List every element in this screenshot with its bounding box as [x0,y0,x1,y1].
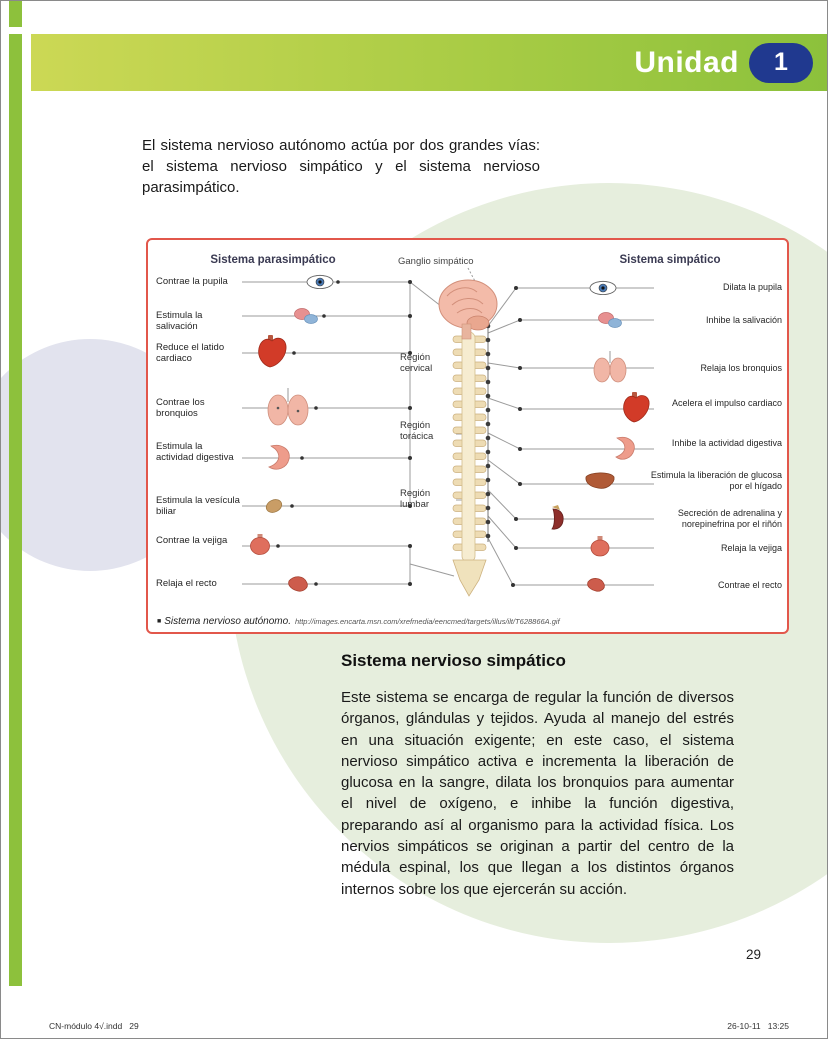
salivary-gland-left-icon [294,308,318,324]
footer-file-info: CN-módulo 4√.indd 29 [49,1021,139,1031]
parasympathetic-label: Relaja el recto [156,578,217,589]
sacrum [452,559,487,597]
parasympathetic-label: Contrae la vejiga [156,535,228,546]
brain-icon [438,279,498,340]
heart-right-icon [623,392,650,423]
unit-number-badge: 1 [749,42,813,83]
parasympathetic-label: Estimula la salivación [156,310,203,332]
lungs-left-icon [267,388,309,426]
kidney-icon [551,505,564,530]
liver-icon [585,472,615,489]
spine-region-label: Región lumbar [400,488,431,510]
rectum-left-icon [288,576,308,592]
caption-title: Sistema nervioso autónomo. [164,616,291,627]
eye-left-icon [306,274,334,289]
footer-timestamp: 26-10-11 13:25 [727,1021,789,1031]
parasympathetic-header: Sistema parasimpático [210,254,336,266]
lungs-right-icon [593,351,627,383]
section-heading: Sistema nervioso simpático [341,651,566,670]
parasympathetic-label: Contrae la pupila [156,276,228,287]
sympathetic-header: Sistema simpático [619,254,721,266]
salivary-gland-right-icon [598,312,622,328]
sympathetic-label: Acelera el impulso cardiaco [671,398,782,408]
caption-bullet-icon: ■ [157,618,162,625]
intro-paragraph: El sistema nervioso autónomo actúa por d… [142,137,540,196]
rectum-right-icon [587,578,605,592]
spine-region-label: Región torácica [400,420,434,442]
spinal-column [452,331,487,597]
diagram-illustration [242,267,654,597]
sympathetic-label: Contrae el recto [717,580,782,590]
stomach-left-icon [268,444,290,470]
bladder-right-icon [590,536,610,557]
page-number: 29 [745,947,761,962]
eye-right-icon [589,280,617,295]
parasympathetic-label: Estimula la actividad digestiva [156,441,234,463]
parasympathetic-label: Estimula la vesícula biliar [156,495,240,517]
sympathetic-label: Dilata la pupila [722,282,782,292]
sympathetic-label: Secreción de adrenalina y norepinefrina … [677,508,782,529]
sympathetic-label: Relaja los bronquios [700,363,782,373]
unit-header-band: Unidad 1 [31,34,827,91]
figure-caption: ■Sistema nervioso autónomo.http://images… [157,616,560,627]
bladder-left-icon [250,534,270,555]
sympathetic-label: Inhibe la actividad digestiva [671,438,782,448]
spine-region-label: Región cervical [400,352,433,374]
parasympathetic-label: Reduce el latido cardiaco [156,342,225,364]
section-body-paragraph: Este sistema se encarga de regular la fu… [341,689,734,898]
unit-title: Unidad [634,45,739,79]
ganglion-header: Ganglio simpático [398,256,474,267]
left-green-stripe [9,34,22,986]
synapse-dots [276,280,522,587]
unit-number: 1 [774,48,788,76]
left-stripe-cap [9,1,22,27]
sympathetic-label: Estimula la liberación de glucosa por el… [650,470,782,491]
caption-url: http://images.encarta.msn.com/xrefmedia/… [294,617,560,626]
sympathetic-label: Inhibe la salivación [705,315,782,325]
parasympathetic-label: Contrae los bronquios [156,397,205,419]
figure-box: Sistema parasimpático Ganglio simpático … [146,238,789,634]
stomach-right-icon [615,436,635,460]
autonomic-nervous-system-diagram: Sistema parasimpático Ganglio simpático … [148,248,787,610]
gallbladder-icon [265,499,283,513]
heart-left-icon [258,335,287,368]
sympathetic-label: Relaja la vejiga [720,543,782,553]
